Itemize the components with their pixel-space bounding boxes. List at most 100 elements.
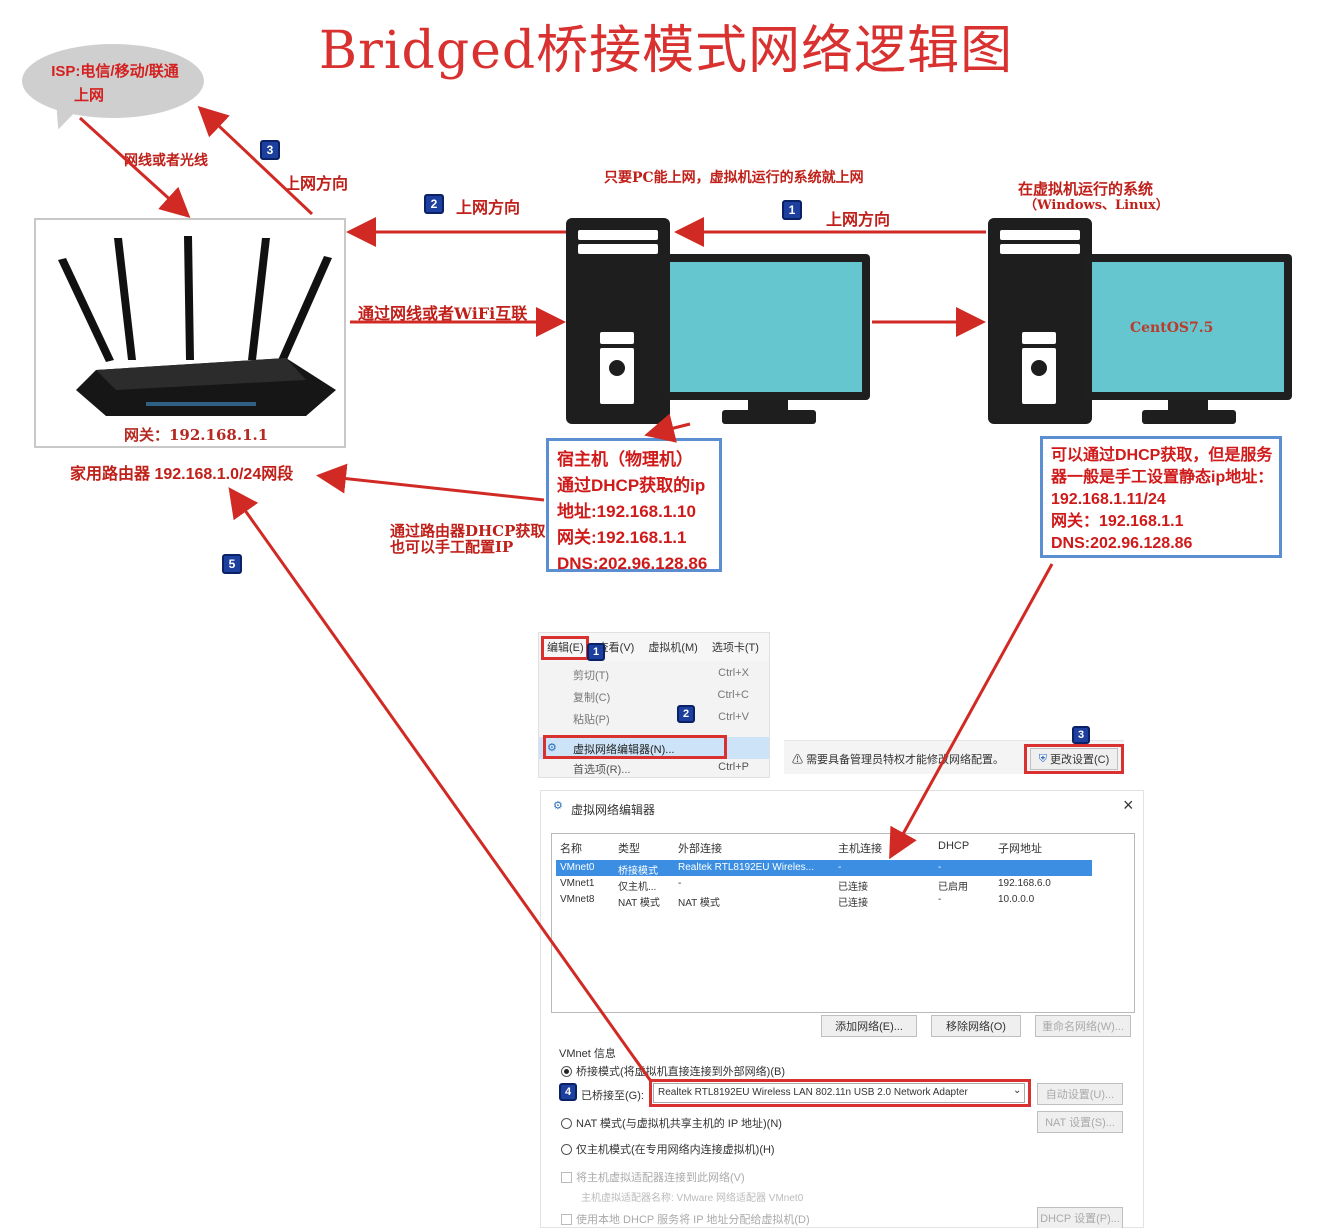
virtual-network-editor-dialog: ⚙ 虚拟网络编辑器 × 名称 类型 外部连接 主机连接 DHCP 子网地址 VM… (540, 790, 1144, 1228)
checkbox-connect-label: 将主机虚拟适配器连接到此网络(V) (576, 1172, 745, 1184)
highlight-vne-item (543, 735, 727, 759)
cell: 已连接 (838, 882, 868, 893)
change-settings-label: 更改设置(C) (1049, 754, 1110, 766)
menu-item-copy-label: 复制(C) (573, 692, 611, 704)
radio-bridged-label: 桥接模式(将虚拟机直接连接到外部网络)(B) (576, 1066, 785, 1078)
cell: 桥接模式 (618, 866, 658, 877)
radio-nat[interactable]: NAT 模式(与虚拟机共享主机的 IP 地址)(N) (561, 1115, 782, 1131)
badge-3-top: 3 (260, 140, 280, 160)
vm-info-line2: 器一般是手工设置静态ip地址： (1051, 469, 1274, 486)
table-row-vmnet1[interactable]: VMnet1 仅主机... - 已连接 已启用 192.168.6.0 (556, 876, 1092, 893)
checkbox-connect-adapter[interactable]: 将主机虚拟适配器连接到此网络(V) (561, 1169, 745, 1185)
radio-host-label: 仅主机模式(在专用网络内连接虚拟机)(H) (576, 1144, 775, 1156)
warn-badge-3: 3 (1072, 726, 1090, 744)
menu-item-paste-label: 粘贴(P) (573, 714, 610, 726)
col-name: 名称 (560, 843, 582, 855)
col-external: 外部连接 (678, 843, 722, 855)
radio-bridged[interactable]: 桥接模式(将虚拟机直接连接到外部网络)(B) (561, 1063, 785, 1079)
menu-item-paste-shortcut: Ctrl+V (718, 711, 749, 723)
cell: 192.168.6.0 (998, 878, 1051, 889)
isp-cloud (22, 44, 204, 118)
dialog-title: 虚拟网络编辑器 (571, 803, 656, 817)
menu-item-pref-shortcut: Ctrl+P (718, 761, 749, 773)
cell: VMnet0 (560, 862, 595, 873)
gateway-overlay-label: 网关：192.168.1.1 (124, 426, 269, 444)
checkbox-local-dhcp[interactable]: 使用本地 DHCP 服务将 IP 地址分配给虚拟机(D) (561, 1211, 810, 1227)
col-subnet: 子网地址 (998, 843, 1042, 855)
isp-label-line2: 上网 (74, 87, 105, 104)
menu-item-paste[interactable]: 粘贴(P) Ctrl+V (573, 711, 763, 731)
badge-1-top: 1 (782, 200, 802, 220)
cell: VMnet1 (560, 878, 595, 889)
nat-settings-button[interactable]: NAT 设置(S)... (1037, 1111, 1123, 1133)
cell: NAT 模式 (678, 898, 720, 909)
host-info-box: 宿主机（物理机） 通过DHCP获取的ip 地址:192.168.1.10 网关:… (546, 438, 722, 573)
host-pc-tower (566, 218, 670, 424)
cell: - (678, 878, 682, 889)
table-row-vmnet0[interactable]: VMnet0 桥接模式 Realtek RTL8192EU Wireles...… (556, 860, 1092, 877)
warning-text: 需要具备管理员特权才能修改网络配置。 (806, 754, 1005, 766)
router-caption: 家用路由器 192.168.1.0/24网段 (70, 466, 294, 483)
up-direction-label-1: 上网方向 (826, 210, 891, 229)
remove-network-button[interactable]: 移除网络(O) (931, 1015, 1021, 1037)
arrow-router-to-isp (197, 105, 314, 216)
col-type: 类型 (618, 843, 640, 855)
cell: - (938, 862, 942, 873)
cell: - (838, 862, 842, 873)
menu-item-copy[interactable]: 复制(C) Ctrl+C (573, 689, 763, 709)
menu-item-copy-shortcut: Ctrl+C (717, 689, 749, 701)
add-network-button[interactable]: 添加网络(E)... (821, 1015, 917, 1037)
host-pc-monitor (662, 254, 870, 400)
bridged-adapter-select[interactable]: Realtek RTL8192EU Wireless LAN 802.11n U… (653, 1083, 1025, 1103)
dhcp-note-line2: 也可以手工配置IP (390, 538, 514, 556)
host-info-line4: 网关:192.168.1.1 (557, 528, 687, 547)
radio-host-only[interactable]: 仅主机模式(在专用网络内连接虚拟机)(H) (561, 1141, 775, 1157)
highlight-adapter-select (649, 1079, 1031, 1107)
menu-vm[interactable]: 虚拟机(M) (648, 642, 698, 654)
menu-item-cut[interactable]: 剪切(T) Ctrl+X (573, 667, 763, 687)
cell: NAT 模式 (618, 898, 660, 909)
cable-label: 网线或者光线 (124, 153, 208, 169)
vm-info-box: 可以通过DHCP获取，但是服务 器一般是手工设置静态ip地址： 192.168.… (1040, 436, 1282, 558)
bridged-to-label: 已桥接至(G): (581, 1090, 644, 1102)
highlight-change-settings (1024, 744, 1124, 774)
menu-item-cut-label: 剪切(T) (573, 670, 610, 682)
auto-settings-button[interactable]: 自动设置(U)... (1037, 1083, 1123, 1105)
radio-nat-label: NAT 模式(与虚拟机共享主机的 IP 地址)(N) (576, 1118, 782, 1130)
lan-link-label: 通过网线或者WiFi互联 (358, 304, 528, 323)
vmnet-info-section: VMnet 信息 (559, 1048, 616, 1060)
menu-item-pref-label: 首选项(R)... (573, 764, 631, 776)
centos-label: CentOS7.5 (1130, 320, 1214, 336)
arrow-hostbox-to-router (316, 463, 545, 502)
host-info-line2: 通过DHCP获取的ip (557, 476, 706, 495)
menu-item-preferences[interactable]: 首选项(R)... Ctrl+P (573, 761, 763, 781)
vm-system-label-line1: 在虚拟机运行的系统 (1018, 180, 1154, 198)
highlight-edit-menu (541, 636, 589, 660)
badge-2-top: 2 (424, 194, 444, 214)
cell: - (938, 894, 942, 905)
arrow-host-box-up (644, 413, 691, 443)
dhcp-settings-button[interactable]: DHCP 设置(P)... (1037, 1207, 1123, 1228)
vm-pc-monitor (1084, 254, 1292, 400)
col-host: 主机连接 (838, 843, 882, 855)
vm-system-label-line2: （Windows、Linux） (1024, 198, 1169, 213)
router-icon (58, 236, 336, 416)
diagram-title: Bridged桥接模式网络逻辑图 (318, 21, 1014, 81)
adapter-name-text: 主机虚拟适配器名称: VMware 网络适配器 VMnet0 (581, 1193, 804, 1204)
menu-item-cut-shortcut: Ctrl+X (718, 667, 749, 679)
col-dhcp: DHCP (938, 840, 970, 852)
checkbox-dhcp-label: 使用本地 DHCP 服务将 IP 地址分配给虚拟机(D) (576, 1214, 810, 1226)
isp-label: ISP:电信/移动/联通 上网 (30, 60, 200, 108)
cell: VMnet8 (560, 894, 595, 905)
vm-info-line5: DNS:202.96.128.86 (1051, 535, 1193, 552)
menu-tabs[interactable]: 选项卡(T) (711, 642, 759, 654)
edit-menu: 编辑(E) 查看(V) 虚拟机(M) 选项卡(T) 1 剪切(T)Ctrl+X … (538, 632, 770, 778)
network-editor-icon: ⚙ (553, 800, 563, 812)
badge-5: 5 (222, 554, 242, 574)
close-button[interactable]: × (1123, 795, 1134, 815)
up-direction-label-2: 上网方向 (456, 198, 521, 217)
rename-network-button[interactable]: 重命名网络(W)... (1035, 1015, 1131, 1037)
table-row-vmnet8[interactable]: VMnet8 NAT 模式 NAT 模式 已连接 - 10.0.0.0 (556, 892, 1092, 909)
cell: 仅主机... (618, 882, 657, 893)
cell: 已连接 (838, 898, 868, 909)
